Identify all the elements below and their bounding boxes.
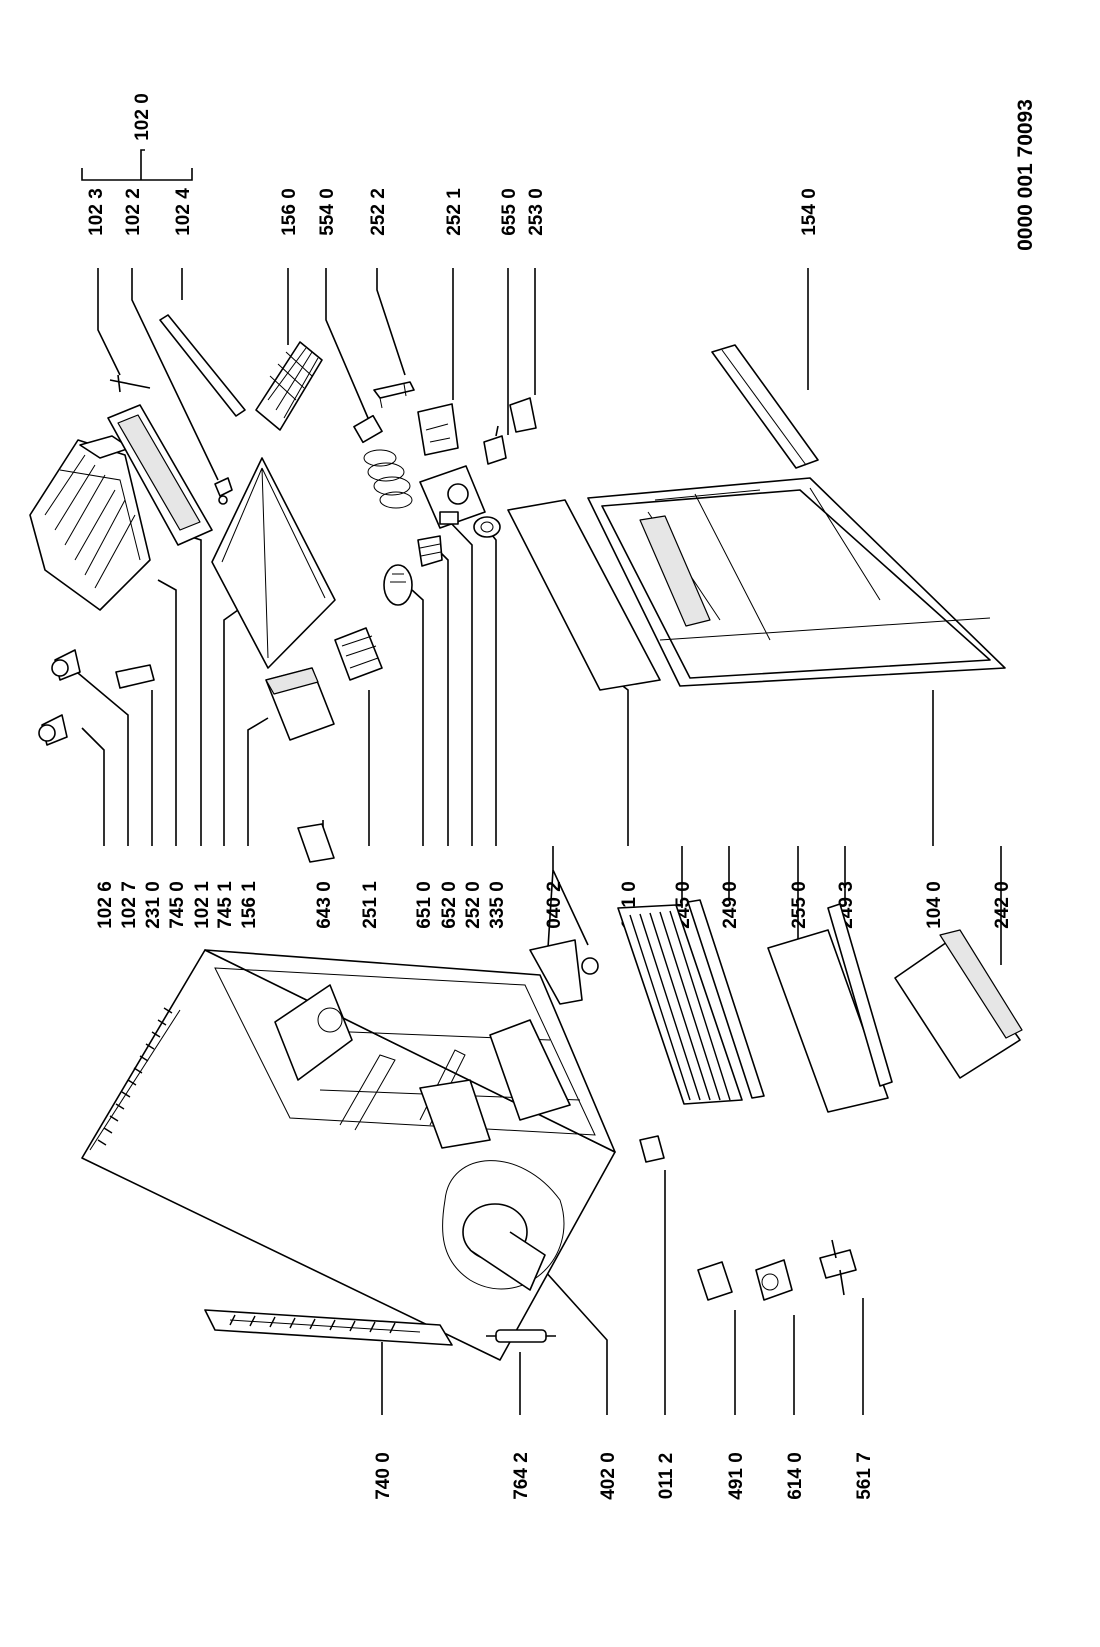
- label-249-0: 249 0: [720, 881, 741, 929]
- door-strip-icon: [507, 499, 661, 691]
- butter-box-icon: [265, 667, 335, 741]
- shelf-trim-icon: [827, 903, 893, 1087]
- document-id: 0000 001 70093: [1014, 99, 1037, 251]
- label-745-0: 745 0: [167, 881, 188, 929]
- label-561-7: 561 7: [854, 1452, 875, 1500]
- label-255-0: 255 0: [789, 881, 810, 929]
- lamp-bulb-icon: [383, 564, 413, 606]
- label-102-4: 102 4: [173, 188, 194, 236]
- label-102-0: 102 0: [132, 93, 153, 141]
- label-011-2: 011 2: [656, 1453, 677, 1500]
- glass-shelf-icon: [767, 929, 889, 1113]
- label-251-1: 251 1: [360, 881, 381, 929]
- drip-tray-icon: [211, 457, 336, 669]
- relay-cover-icon: [697, 1261, 733, 1301]
- thermostat-knob-icon: [473, 516, 501, 538]
- label-643-0: 643 0: [314, 881, 335, 929]
- coil-spring-icon: [363, 449, 413, 509]
- label-252-0: 252 0: [463, 881, 484, 929]
- label-614-0: 614 0: [785, 1452, 806, 1500]
- wire-shelf-icon: [617, 904, 743, 1105]
- label-102-3: 102 3: [86, 188, 107, 236]
- thermostat-icon: [417, 403, 459, 456]
- lamp-socket-icon: [417, 535, 443, 567]
- shelf-trim-icon: [687, 899, 765, 1099]
- label-651-0: 651 0: [414, 881, 435, 929]
- label-745-1: 745 1: [215, 881, 236, 929]
- label-252-2: 252 2: [368, 188, 389, 236]
- door-handle-icon: [711, 344, 819, 469]
- lamp-cover-icon: [334, 627, 383, 681]
- label-402-0: 402 0: [598, 1452, 619, 1500]
- label-231-0: 231 0: [143, 881, 164, 929]
- clip-icon: [297, 823, 335, 863]
- switch-icon: [483, 425, 507, 465]
- spring-clip-icon: [109, 374, 151, 393]
- door-liner-icon: [587, 477, 1006, 687]
- label-104-0: 104 0: [924, 881, 945, 929]
- label-652-0: 652 0: [439, 881, 460, 929]
- compressor-icon: [462, 1203, 546, 1291]
- cabinet-body: [81, 949, 616, 1361]
- label-740-0: 740 0: [373, 1452, 394, 1500]
- foot-icon: [639, 1135, 665, 1163]
- bracket-icon: [373, 381, 415, 409]
- label-156-0: 156 0: [279, 188, 300, 236]
- freezer-door-frame: [107, 404, 213, 546]
- label-655-0: 655 0: [499, 188, 520, 236]
- label-491-0: 491 0: [726, 1452, 747, 1500]
- knob-icon: [51, 649, 81, 681]
- condenser-icon: [204, 1309, 453, 1346]
- label-764-2: 764 2: [511, 1452, 532, 1500]
- label-102-1: 102 1: [192, 881, 213, 929]
- label-252-1: 252 1: [444, 188, 465, 236]
- knob-icon: [38, 714, 68, 746]
- hinge-icon: [529, 939, 599, 1005]
- seal-strip-icon: [159, 314, 246, 417]
- connector-icon: [353, 414, 383, 444]
- leader-lines: [71, 149, 1002, 1415]
- crisper-drawer-icon: [894, 929, 1023, 1079]
- part-evaporator: [29, 435, 151, 611]
- label-554-0: 554 0: [317, 188, 338, 236]
- rear-vent-grille: [97, 1007, 173, 1146]
- thermostat-housing-icon: [419, 465, 486, 529]
- latch-icon: [214, 477, 233, 505]
- label-102-7: 102 7: [119, 881, 140, 929]
- filter-drier-icon: [486, 1329, 556, 1343]
- small-plate-icon: [115, 664, 155, 689]
- overload-protector-icon: [819, 1239, 857, 1296]
- label-335-0: 335 0: [487, 881, 508, 929]
- ice-tray-icon: [255, 341, 323, 431]
- label-154-0: 154 0: [799, 188, 820, 236]
- cover-icon: [509, 397, 537, 433]
- label-102-2: 102 2: [123, 188, 144, 236]
- label-253-0: 253 0: [526, 188, 547, 236]
- label-242-0: 242 0: [992, 881, 1013, 929]
- label-102-6: 102 6: [95, 881, 116, 929]
- label-156-1: 156 1: [239, 881, 260, 929]
- start-relay-icon: [755, 1259, 793, 1301]
